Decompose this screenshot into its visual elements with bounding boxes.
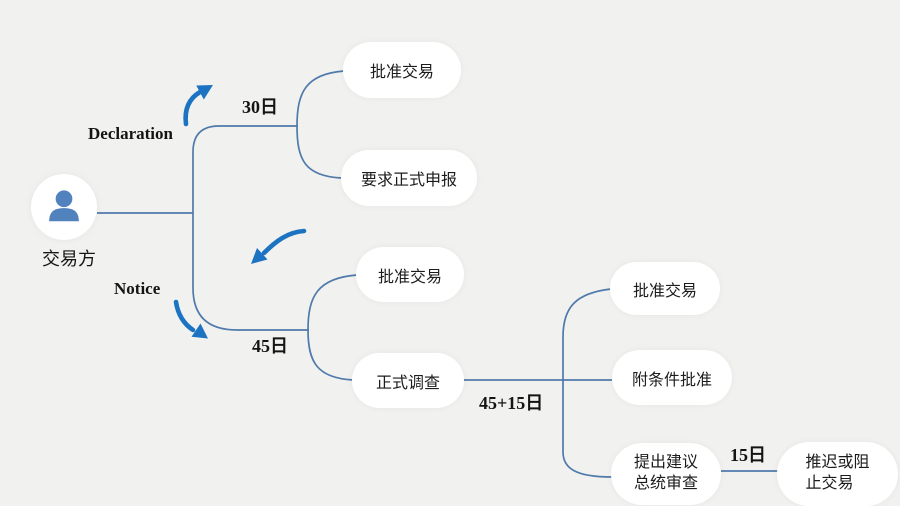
- node-label-line2: 止交易: [805, 475, 854, 492]
- connector-30day-branch: [296, 70, 345, 179]
- connector-notice: [192, 213, 309, 331]
- label-45-15-days: 45+15日: [479, 393, 544, 413]
- node-block-transaction: 推迟或阻 止交易: [777, 442, 898, 506]
- node-label: 附条件批准: [631, 371, 712, 389]
- node-approve-investigation: 批准交易: [610, 262, 720, 315]
- node-label: 批准交易: [369, 64, 434, 81]
- node-label: 正式调查: [375, 374, 440, 392]
- person-icon: [49, 190, 79, 222]
- label-45-days: 45日: [252, 336, 288, 356]
- node-label-line2: 总统审查: [633, 475, 698, 492]
- node-formal-investigation: 正式调查: [352, 353, 464, 408]
- arrow-down-right-icon: [173, 299, 208, 339]
- node-label: 批准交易: [377, 268, 442, 286]
- arrow-up-right-icon: [183, 85, 213, 127]
- node-label: 批准交易: [632, 282, 697, 300]
- node-label-line1: 推迟或阻: [805, 454, 870, 472]
- node-approve-notice: 批准交易: [356, 247, 464, 302]
- connector-45day-branch: [307, 274, 358, 381]
- node-label: 要求正式申报: [360, 172, 457, 189]
- arrow-down-left-icon: [251, 228, 307, 264]
- label-30-days: 30日: [242, 97, 278, 117]
- party-avatar: [31, 174, 97, 240]
- label-15-days: 15日: [730, 445, 766, 465]
- label-declaration: Declaration: [88, 124, 173, 143]
- label-notice: Notice: [114, 279, 161, 298]
- node-request-formal-filing: 要求正式申报: [341, 150, 477, 206]
- connector-declaration: [192, 125, 298, 213]
- node-label-line1: 提出建议: [633, 454, 698, 472]
- node-approve-declaration: 批准交易: [343, 42, 461, 98]
- node-conditional-approval: 附条件批准: [612, 350, 732, 405]
- node-presidential-review: 提出建议 总统审查: [611, 443, 721, 505]
- connector-45-15-branch: [562, 288, 613, 478]
- party-label: 交易方: [42, 249, 96, 269]
